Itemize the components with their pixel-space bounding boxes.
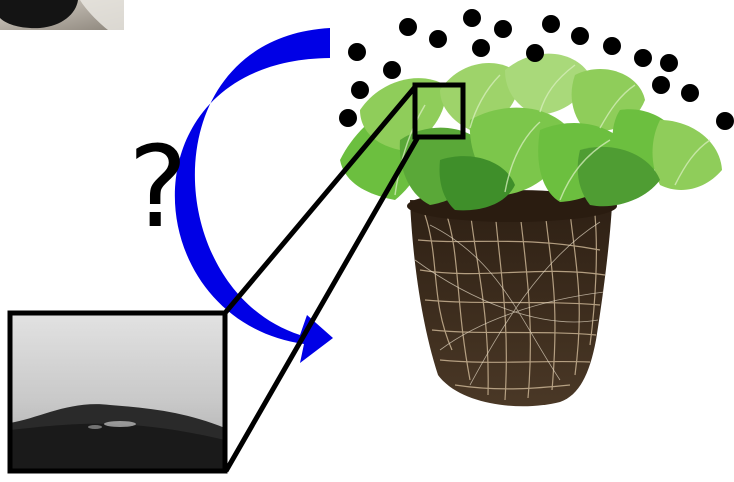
root-ball [407, 190, 617, 406]
corner-photo-fragment [0, 0, 124, 30]
question-mark-label: ? [118, 118, 198, 258]
droplet-photo-inset [10, 313, 225, 471]
